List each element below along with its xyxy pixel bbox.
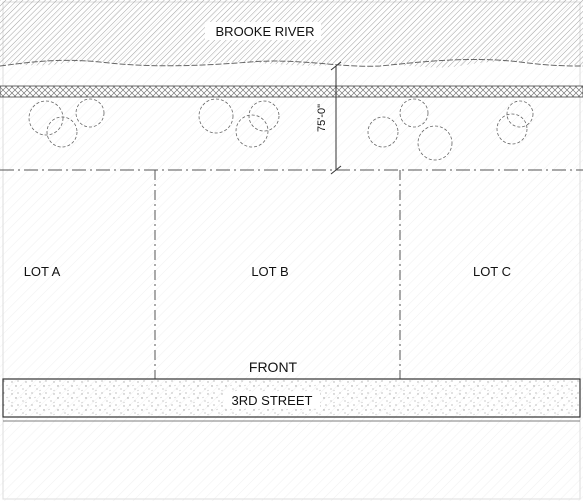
setback-tick-top [330, 61, 342, 71]
tree-cluster-middle [198, 98, 280, 148]
setback-dimension-label: 75'-0" [316, 104, 328, 132]
riverbank-strip [0, 85, 583, 98]
front-label: FRONT [249, 359, 298, 375]
river-label: BROOKE RIVER [216, 24, 315, 39]
lot-label-b: LOT B [251, 264, 288, 279]
riverbank-line [0, 58, 583, 67]
river-label-bg [205, 22, 321, 40]
tree-cluster-right [367, 98, 534, 161]
street-label: 3RD STREET [232, 393, 313, 408]
tree-cluster-left [28, 98, 105, 148]
lot-label-a: LOT A [24, 264, 61, 279]
lot-label-c: LOT C [473, 264, 511, 279]
street-label-bg [224, 392, 320, 408]
